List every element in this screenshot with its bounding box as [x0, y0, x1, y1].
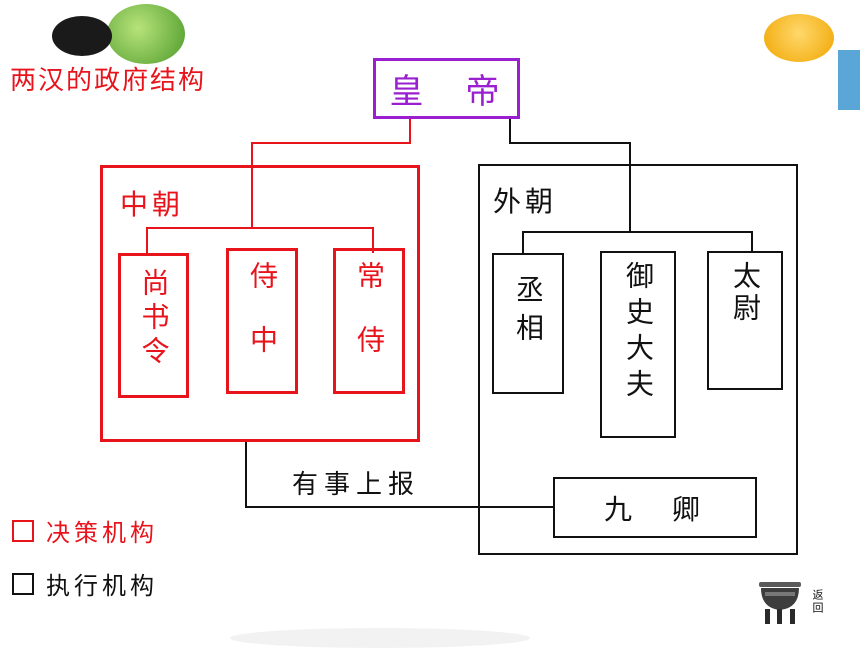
page-title: 两汉的政府结构 [10, 66, 207, 96]
legend-decision: 决策机构 [12, 513, 158, 548]
office-chengxiang: 丞相 [492, 253, 564, 394]
office-changshi: 常侍 [333, 248, 405, 394]
legend-black-square [12, 572, 34, 595]
ding-vessel-icon [759, 582, 801, 624]
return-label: 返回 [811, 589, 824, 615]
decorative-dark-circle [52, 16, 112, 56]
legend-execution: 执行机构 [12, 566, 158, 601]
return-button[interactable]: 返回 [755, 577, 833, 627]
office-yushidafu: 御史大夫 [600, 251, 676, 438]
office-shangshuling: 尚书令 [118, 253, 189, 398]
report-label: 有事上报 [292, 470, 421, 500]
decorative-green-circle [107, 4, 185, 64]
decorative-bottom-arc [230, 628, 530, 648]
nine-ministers-box: 九 卿 [553, 477, 757, 538]
outer-court-box [478, 164, 798, 555]
office-shizhong: 侍中 [226, 248, 298, 394]
inner-court-box [100, 165, 420, 442]
emperor-box: 皇 帝 [373, 58, 520, 119]
nine-ministers-label: 九 卿 [603, 492, 706, 526]
decorative-orange-circle [764, 14, 834, 62]
legend-red-square [12, 519, 34, 542]
office-taiwei: 太尉 [707, 251, 783, 390]
outer-court-label: 外朝 [493, 185, 558, 218]
inner-court-label: 中朝 [120, 188, 185, 221]
emperor-label: 皇 帝 [389, 72, 504, 112]
decorative-blue-tab [838, 50, 860, 110]
